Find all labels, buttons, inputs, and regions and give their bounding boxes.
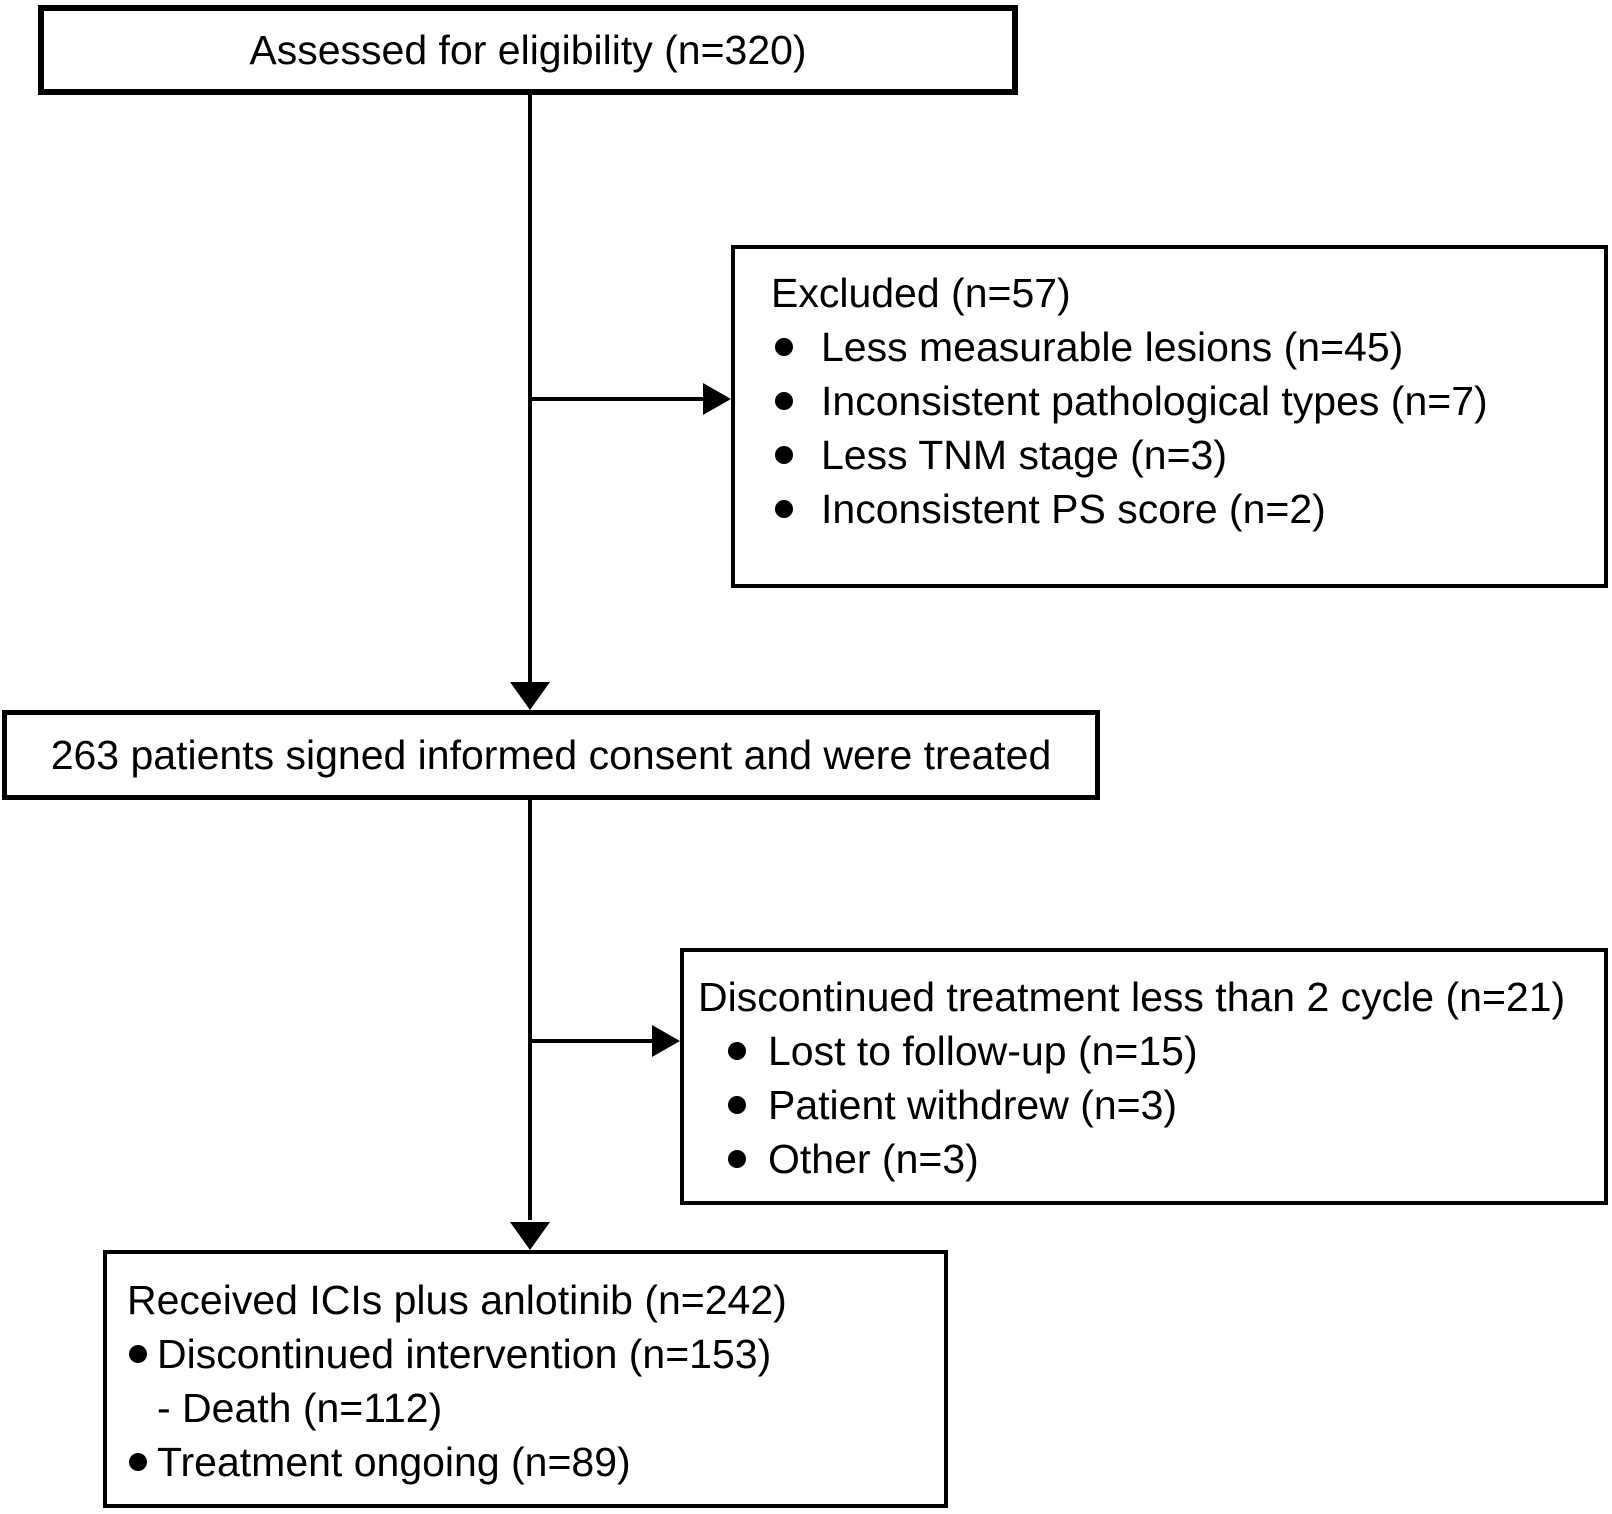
list-item: Less TNM stage (n=3) (771, 428, 1594, 482)
excluded-reason-1: Less measurable lesions (n=45) (821, 324, 1404, 370)
bullet-icon (728, 1096, 746, 1114)
excluded-reason-2: Inconsistent pathological types (n=7) (821, 378, 1488, 424)
excluded-title: Excluded (n=57) (771, 270, 1071, 316)
received-bullet-list: Treatment ongoing (n=89) (127, 1435, 934, 1489)
bullet-icon (775, 446, 793, 464)
connector-line-branch-to-excluded (530, 397, 703, 401)
signed-consent-box: 263 patients signed informed consent and… (2, 710, 1100, 800)
received-treatment-box: Received ICIs plus anlotinib (n=242) Dis… (103, 1250, 948, 1508)
signed-consent-label: 263 patients signed informed consent and… (50, 732, 1052, 778)
excluded-box: Excluded (n=57) Less measurable lesions … (731, 245, 1608, 588)
list-item: Patient withdrew (n=3) (698, 1078, 1594, 1132)
list-item: Inconsistent pathological types (n=7) (771, 374, 1594, 428)
bullet-icon (775, 338, 793, 356)
list-item: Lost to follow-up (n=15) (698, 1024, 1594, 1078)
received-bullet-list: Discontinued intervention (n=153) (127, 1327, 934, 1381)
assessed-for-eligibility-label: Assessed for eligibility (n=320) (249, 27, 807, 73)
connector-line-consent-to-received (528, 800, 532, 1220)
excluded-bullet-list: Less measurable lesions (n=45) Inconsist… (771, 320, 1594, 536)
connector-line-branch-to-discontinued (530, 1039, 652, 1043)
bullet-icon (129, 1345, 147, 1363)
received-detail-2: Treatment ongoing (n=89) (157, 1439, 631, 1485)
discontinued-bullet-list: Lost to follow-up (n=15) Patient withdre… (698, 1024, 1594, 1186)
received-title: Received ICIs plus anlotinib (n=242) (127, 1277, 787, 1323)
received-death-subitem: - Death (n=112) (157, 1385, 443, 1431)
discontinued-treatment-box: Discontinued treatment less than 2 cycle… (680, 948, 1608, 1205)
excluded-reason-4: Inconsistent PS score (n=2) (821, 486, 1326, 532)
list-item: Inconsistent PS score (n=2) (771, 482, 1594, 536)
arrowhead-right-to-discontinued-icon (652, 1025, 680, 1057)
bullet-icon (129, 1453, 147, 1471)
discontinued-reason-2: Patient withdrew (n=3) (768, 1082, 1178, 1128)
list-item: Treatment ongoing (n=89) (127, 1435, 934, 1489)
list-item: Discontinued intervention (n=153) (127, 1327, 934, 1381)
received-detail-1: Discontinued intervention (n=153) (157, 1331, 772, 1377)
list-item: Other (n=3) (698, 1132, 1594, 1186)
assessed-for-eligibility-box: Assessed for eligibility (n=320) (38, 5, 1018, 95)
arrowhead-down-to-received-icon (510, 1222, 550, 1250)
discontinued-reason-3: Other (n=3) (768, 1136, 979, 1182)
arrowhead-right-to-excluded-icon (703, 383, 731, 415)
discontinued-title: Discontinued treatment less than 2 cycle… (698, 974, 1566, 1020)
excluded-reason-3: Less TNM stage (n=3) (821, 432, 1227, 478)
discontinued-reason-1: Lost to follow-up (n=15) (768, 1028, 1198, 1074)
bullet-icon (728, 1042, 746, 1060)
connector-line-top-to-consent (528, 95, 532, 682)
bullet-icon (775, 500, 793, 518)
bullet-icon (728, 1150, 746, 1168)
bullet-icon (775, 392, 793, 410)
arrowhead-down-to-consent-icon (510, 682, 550, 710)
list-item: Less measurable lesions (n=45) (771, 320, 1594, 374)
